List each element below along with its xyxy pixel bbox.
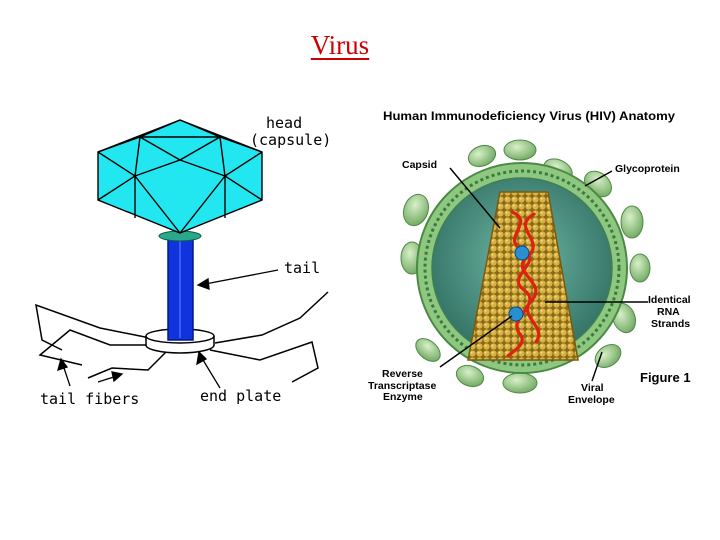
capsule-label: (capsule): [250, 131, 331, 149]
enzyme-bottom: [508, 306, 524, 322]
rna-label-line-3: Strands: [651, 318, 690, 330]
phage-head: [97, 119, 263, 234]
envelope-label-line-2: Envelope: [568, 394, 615, 406]
head-label: head: [266, 114, 302, 132]
end-plate-label: end plate: [200, 387, 281, 405]
hiv-diagram: Human Immunodeficiency Virus (HIV) Anato…: [368, 109, 691, 406]
rt-label-line-3: Enzyme: [383, 391, 423, 403]
glycoprotein-label: Glycoprotein: [615, 163, 680, 175]
rt-label-line-2: Transcriptase: [368, 380, 436, 392]
rt-label-line-1: Reverse: [382, 368, 423, 380]
hiv-title: Human Immunodeficiency Virus (HIV) Anato…: [383, 109, 675, 123]
phage-label-arrows: [57, 269, 279, 389]
hiv-pointer-lines: [439, 167, 648, 382]
tail-fibers: [35, 291, 329, 383]
rna-label-line-1: Identical: [648, 294, 691, 306]
tail-label: tail: [284, 259, 320, 277]
enzyme-top: [514, 245, 530, 261]
capsid-cone: [467, 191, 579, 361]
bacteriophage-diagram: head (capsule) tail end plate tail fiber…: [35, 114, 331, 408]
slide-title: Virus: [310, 30, 370, 60]
envelope-label-line-1: Viral: [581, 382, 604, 394]
figure-label: Figure 1: [640, 370, 691, 385]
capsid-label: Capsid: [402, 159, 437, 171]
tail-fibers-label: tail fibers: [40, 390, 139, 408]
rna-label-line-2: RNA: [657, 306, 680, 318]
rna-strands: [506, 210, 541, 358]
